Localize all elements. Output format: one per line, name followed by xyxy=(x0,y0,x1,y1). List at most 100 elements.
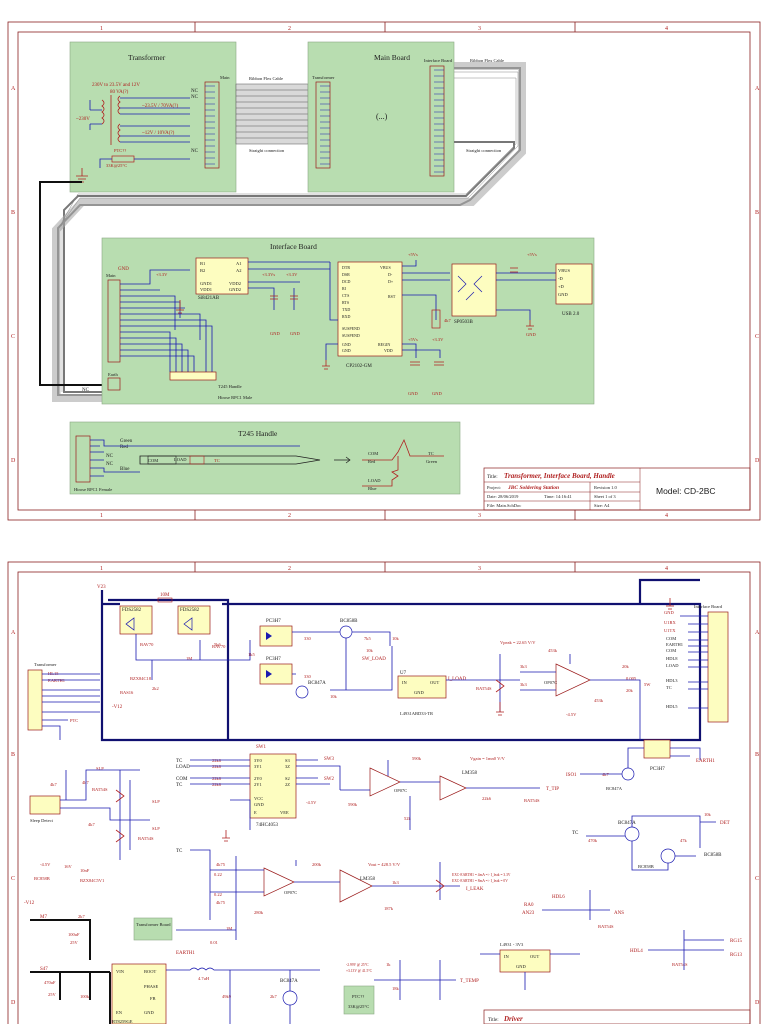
fds2582-a xyxy=(119,605,153,635)
cp-supply-5vs: +5Vs xyxy=(408,252,418,257)
r3k3-b: 3k3 xyxy=(520,682,528,687)
t245-title: T245 Handle xyxy=(238,429,278,438)
interface-board-title: Interface Board xyxy=(270,242,317,251)
usb-connector xyxy=(555,263,593,305)
sheet-2: 1 2 3 4 A B C D A B C D V23 FDS2582 FDS2… xyxy=(7,561,761,1029)
v12-flag: -V12 xyxy=(112,705,123,710)
reg-pin-phase: PHASE xyxy=(144,984,159,989)
leak-section: -4.5V BC858B BZX84C5V1 16V 10nF 2k7 -V12… xyxy=(24,849,742,970)
usb-pin-dplus: +D xyxy=(558,284,565,289)
transformer-ptc: PTC?? xyxy=(114,148,126,153)
handle-nc-2: NC xyxy=(106,462,114,467)
ans-bat54s: BAT54S xyxy=(598,924,614,929)
cp-pin-dtr: DTR xyxy=(342,265,350,270)
cp-pin-suspend-n: SUSPEND xyxy=(342,333,360,338)
interface-board-connector xyxy=(707,611,729,723)
reg-pin-fb: FB xyxy=(150,996,156,1001)
interface-main-connector xyxy=(107,279,121,363)
leak-note-2: EXC-EARTH1 = 8mA => I_leak = 0V xyxy=(452,879,508,883)
hirose-female-connector xyxy=(75,435,91,483)
mux-load-in: LOAD xyxy=(176,765,190,770)
if-pin-hdl3: HDL3 xyxy=(666,678,678,683)
r590k-b: 590k xyxy=(348,802,358,807)
usb-supply-5vs: +5Vs xyxy=(527,252,537,257)
det-bc847a: BC847A xyxy=(618,821,636,826)
interface-earth-connector xyxy=(107,377,121,391)
leak-cap-voltage: 16V xyxy=(64,864,73,869)
tip-bat54s: BAT54S xyxy=(524,798,540,803)
r10m-label: 10M xyxy=(160,593,170,598)
pc3h7-b-label: PC3H7 xyxy=(266,657,281,662)
leak-r022-a: 0.22 xyxy=(214,872,222,877)
ptc-sensor-name: PTC?? xyxy=(352,994,364,999)
if-pin-u1tx: U1TX xyxy=(664,628,676,633)
main-board-interface-connector xyxy=(429,65,445,177)
transformer-secondary-2: ~12V / 10VA(?) xyxy=(142,131,175,136)
if-pin-hdl5: HDL5 xyxy=(666,704,678,709)
bc858b-a: BC858B xyxy=(340,619,358,624)
bzx84c18: BZX84C18 xyxy=(130,676,152,681)
sleep-detect-label: Sleep Detect xyxy=(30,818,54,823)
col-marker-1: 1 xyxy=(100,26,103,32)
s2-row-c-right: C xyxy=(755,876,759,882)
file-name: File: Main.SchDoc xyxy=(487,503,521,508)
leak-r280k: 280k xyxy=(254,910,264,915)
eq-red: Red xyxy=(368,459,376,464)
an23-net: AN23 xyxy=(522,911,535,916)
opamp-neg-supply: -4.5V xyxy=(566,712,577,717)
sheet1-inner-frame xyxy=(17,31,751,511)
interface-nc-label: NC xyxy=(82,388,90,393)
temp-note-1: -2.99V @ 25°C xyxy=(346,963,369,967)
transformer-label-s2: Transformer xyxy=(34,662,57,667)
transformer-nc-3: NC xyxy=(191,149,199,154)
cp-pin-vbus: VBUS xyxy=(380,265,391,270)
74hc4053-label: 74HC4053 xyxy=(256,823,278,828)
mux-section: TC LOAD COM TC 22k6 22k6 22k6 22k6 74HC4… xyxy=(176,739,730,871)
handle-tip-outline xyxy=(139,455,321,465)
temp-r18k: 18k xyxy=(392,986,400,991)
s2-row-b: B xyxy=(11,752,15,758)
revision: Revision 1.0 xyxy=(594,485,618,490)
mux-pin-e: E xyxy=(254,810,257,815)
r1m-a: 1M xyxy=(186,656,192,661)
fds2582-a-label: FDS2582 xyxy=(122,608,142,613)
transformer-block: Transformer 230V to 23.5V and 12V 80 VA(… xyxy=(69,41,237,193)
pc3h7-b xyxy=(259,663,293,685)
usb-label: USB 2.0 xyxy=(562,312,580,317)
cp2102-label: CP2102-GM xyxy=(346,364,372,369)
if-gnd: GND xyxy=(664,610,674,615)
time: Time: 14:16:41 xyxy=(544,494,572,499)
fds2582-b-label: FDS2582 xyxy=(180,608,200,613)
transformer-board-ref-label: Transformer Board xyxy=(136,922,171,927)
cp-supply-33v: +3.3V xyxy=(432,337,444,342)
fds2582-b xyxy=(177,605,211,635)
pc3h7-a-label: PC3H7 xyxy=(266,619,281,624)
leak-earth1: EARTH1 xyxy=(176,951,195,956)
si-pin-a1: A1 xyxy=(236,261,242,266)
s2-row-a-right: A xyxy=(755,630,760,636)
si8421-chip xyxy=(195,257,249,295)
s2-row-d: D xyxy=(11,1000,16,1006)
main-board-transformer-connector xyxy=(315,81,331,169)
mux-r22k-4: 22k6 xyxy=(212,782,222,787)
leak-r200k: 200k xyxy=(312,862,322,867)
pc3h7-c xyxy=(643,739,671,759)
det-r470k: 470k xyxy=(588,838,598,843)
handle-load: LOAD xyxy=(174,457,187,462)
main-board-block: Main Board Transformer Interface Board (… xyxy=(307,41,455,193)
model-name: Model: CD-2BC xyxy=(656,486,716,496)
mux-r22k-3: 22k6 xyxy=(212,776,222,781)
l4931-b-gnd: GND xyxy=(516,964,526,969)
l4931-b-label: L4931 - 3V3 xyxy=(500,942,524,947)
sheet2-inner-frame xyxy=(17,571,751,1029)
op07c-b-symbol xyxy=(369,767,401,797)
c100uf: 100uF xyxy=(68,932,80,937)
sleep-detect-connector xyxy=(29,795,61,815)
mux-pin-3y0: 3Y0 xyxy=(254,758,262,763)
leak-bc858b: BC858B xyxy=(34,876,50,881)
slp-r4k7-c: 4k7 xyxy=(88,822,96,827)
cp-pin-txd: TXD xyxy=(342,307,350,312)
slp-bat54s-b: BAT54S xyxy=(138,836,154,841)
t-temp-net: T_TEMP xyxy=(460,979,479,984)
